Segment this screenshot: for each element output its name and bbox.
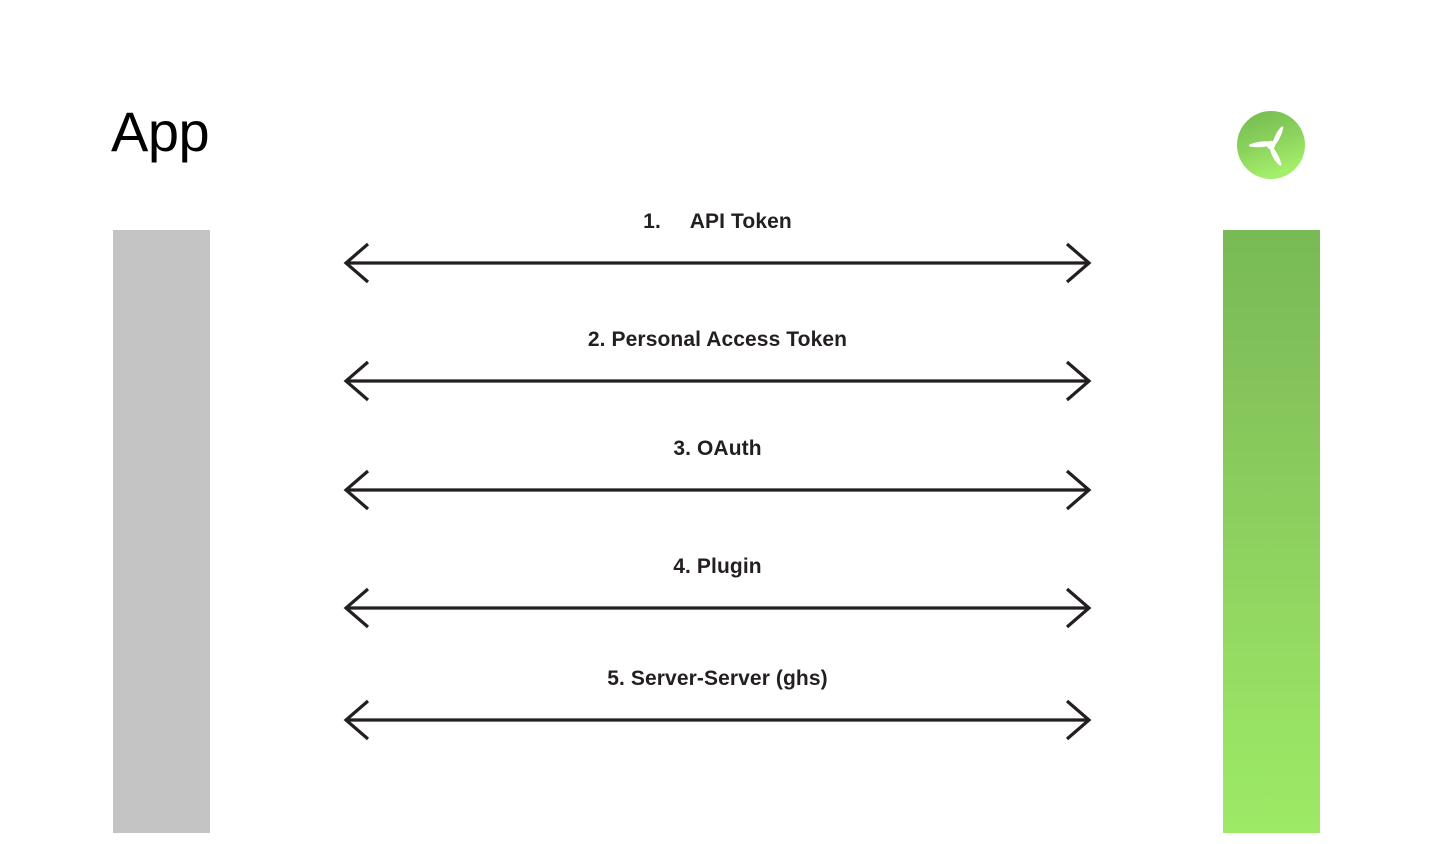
bidirectional-arrow-icon bbox=[335, 467, 1100, 513]
message-row: 2. Personal Access Token bbox=[335, 326, 1100, 404]
message-label-server-server-ghs: 5. Server-Server (ghs) bbox=[607, 667, 828, 690]
message-row: 1. API Token bbox=[335, 208, 1100, 286]
bidirectional-arrow-icon bbox=[335, 240, 1100, 286]
bidirectional-arrow-icon bbox=[335, 697, 1100, 743]
page-title: App bbox=[111, 100, 210, 163]
bidirectional-arrow-icon bbox=[335, 585, 1100, 631]
message-label-api-token: 1. API Token bbox=[643, 210, 792, 233]
message-row: 3. OAuth bbox=[335, 435, 1100, 513]
lifeline-app bbox=[113, 230, 210, 833]
message-row: 4. Plugin bbox=[335, 553, 1100, 631]
message-label-oauth: 3. OAuth bbox=[673, 437, 762, 460]
propeller-logo-icon bbox=[1236, 110, 1306, 180]
message-label-plugin: 4. Plugin bbox=[673, 555, 762, 578]
lifeline-service bbox=[1223, 230, 1320, 833]
message-row: 5. Server-Server (ghs) bbox=[335, 665, 1100, 743]
message-label-personal-access-token: 2. Personal Access Token bbox=[587, 328, 848, 351]
bidirectional-arrow-icon bbox=[335, 358, 1100, 404]
